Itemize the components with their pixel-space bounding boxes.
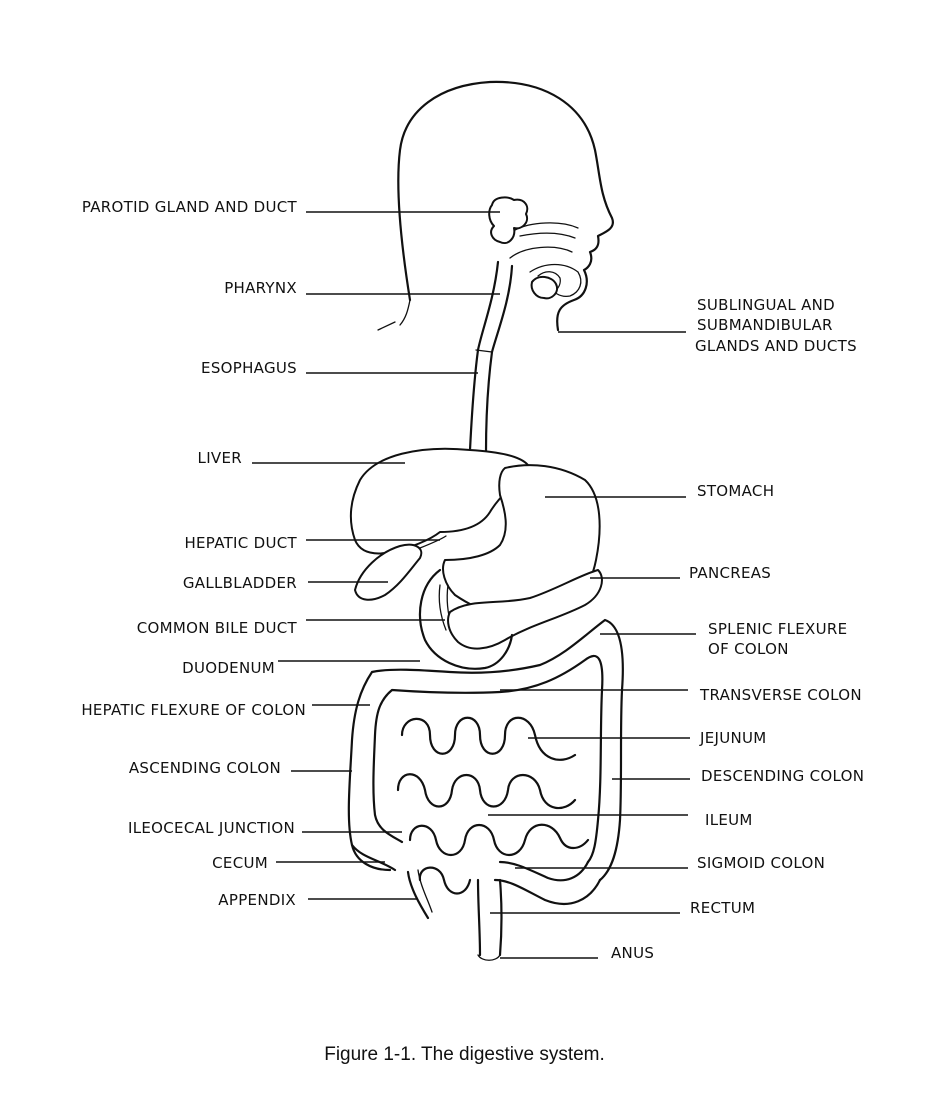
label-ileocecal: ILEOCECAL JUNCTION (128, 819, 295, 837)
esophagus (468, 260, 514, 454)
leader-lines (252, 211, 696, 959)
label-common-bile-duct: COMMON BILE DUCT (137, 619, 298, 637)
label-pancreas: PANCREAS (689, 564, 771, 582)
label-appendix: APPENDIX (218, 891, 296, 909)
label-splenic-2: OF COLON (708, 640, 789, 658)
duodenum (418, 568, 514, 670)
label-parotid: PAROTID GLAND AND DUCT (82, 198, 298, 216)
label-sublingual-3: GLANDS AND DUCTS (695, 337, 857, 355)
liver (349, 447, 529, 555)
label-descending: DESCENDING COLON (701, 767, 864, 785)
label-sigmoid: SIGMOID COLON (697, 854, 825, 872)
label-rectum: RECTUM (690, 899, 755, 917)
label-esophagus: ESOPHAGUS (201, 359, 297, 377)
label-cecum: CECUM (212, 854, 268, 872)
label-hepatic-flexure: HEPATIC FLEXURE OF COLON (81, 701, 306, 719)
figure-caption: Figure 1-1. The digestive system. (324, 1044, 605, 1065)
label-sublingual-1: SUBLINGUAL AND (697, 296, 835, 314)
label-stomach: STOMACH (697, 482, 774, 500)
colon (347, 618, 624, 961)
label-liver: LIVER (198, 449, 242, 467)
label-transverse: TRANSVERSE COLON (699, 686, 862, 704)
label-gallbladder: GALLBLADDER (183, 574, 297, 592)
label-ascending-colon: ASCENDING COLON (129, 759, 281, 777)
small-intestine (396, 716, 590, 895)
label-jejunum: JEJUNUM (699, 729, 767, 747)
label-ileum: ILEUM (705, 811, 753, 829)
parotid-gland (488, 196, 529, 244)
sublingual-glands (530, 276, 558, 300)
head-outline (377, 80, 614, 332)
label-splenic-1: SPLENIC FLEXURE (708, 620, 847, 638)
pancreas (447, 569, 603, 650)
gallbladder (354, 543, 423, 601)
label-sublingual-2: SUBMANDIBULAR (697, 316, 833, 334)
label-duodenum: DUODENUM (182, 659, 275, 677)
label-pharynx: PHARYNX (224, 279, 297, 297)
label-anus: ANUS (611, 944, 654, 962)
label-hepatic-duct: HEPATIC DUCT (184, 534, 297, 552)
